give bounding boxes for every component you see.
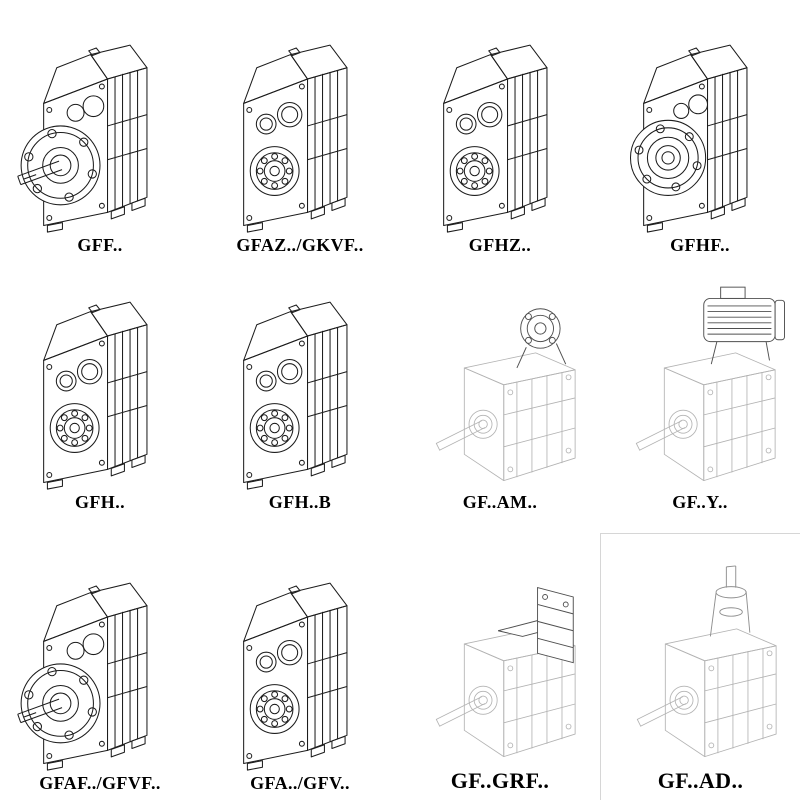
catalog-cell: GFF..	[0, 0, 200, 266]
gearbox-gfaz-gkvf-drawing	[205, 17, 395, 233]
model-label: GFH..	[75, 492, 125, 512]
catalog-cell: GFAF../GFVF..	[0, 533, 200, 800]
catalog-cell: GFH..B	[200, 266, 400, 533]
model-label: GFH..B	[268, 492, 332, 512]
catalog-cell: GFA../GFV..	[200, 533, 400, 800]
gearbox-gf-ad-drawing	[602, 550, 800, 766]
model-label: GF..AM..	[462, 492, 538, 512]
catalog-cell: GFAZ../GKVF..	[200, 0, 400, 266]
model-label: GF..Y..	[672, 492, 728, 512]
gearbox-gfh-drawing	[5, 274, 195, 490]
model-label: GFAZ../GKVF..	[236, 235, 364, 255]
catalog-cell: GF..AD..	[600, 533, 800, 800]
model-label: GF..AD..	[657, 768, 744, 793]
gearbox-gfhz-drawing	[405, 17, 595, 233]
gearbox-gf-am-drawing	[401, 274, 599, 490]
gearbox-gfh-b-drawing	[205, 274, 395, 490]
model-label: GFHF..	[670, 235, 730, 255]
catalog-cell: GFHF..	[600, 0, 800, 266]
gearbox-gf-y-drawing	[601, 274, 799, 490]
catalog-cell: GFH..	[0, 266, 200, 533]
gearbox-gff-drawing	[5, 17, 195, 233]
catalog-cell: GF..GRF..	[400, 533, 600, 800]
model-label: GFF..	[77, 235, 123, 255]
catalog-cell: GFHZ..	[400, 0, 600, 266]
gearbox-gfa-gfv-drawing	[205, 555, 395, 771]
catalog-cell: GF..Y..	[600, 266, 800, 533]
model-label: GF..GRF..	[450, 768, 550, 793]
gearbox-gfaf-gfvf-drawing	[5, 555, 195, 771]
model-label: GFA../GFV..	[250, 773, 350, 793]
model-label: GFAF../GFVF..	[39, 773, 161, 793]
catalog-cell: GF..AM..	[400, 266, 600, 533]
gearbox-gf-grf-drawing	[401, 550, 599, 766]
gearbox-gfhf-drawing	[605, 17, 795, 233]
model-label: GFHZ..	[468, 235, 532, 255]
